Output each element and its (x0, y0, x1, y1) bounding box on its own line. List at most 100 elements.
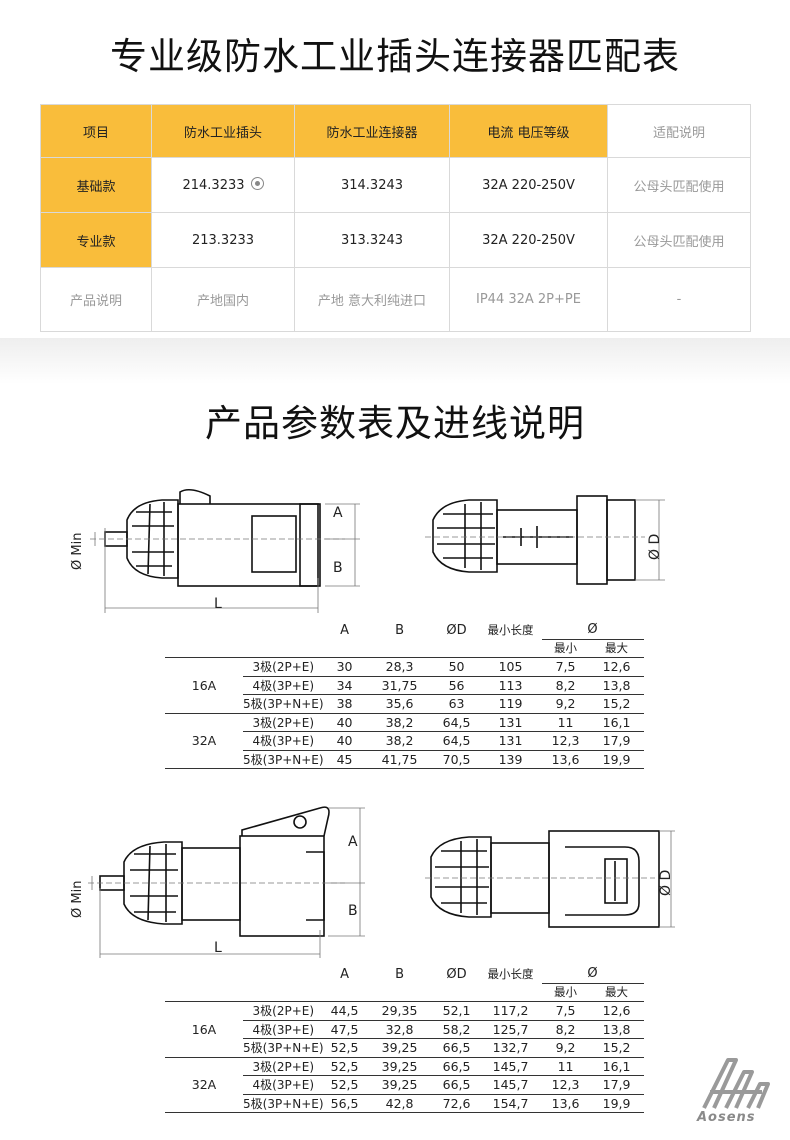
dim-l-label: L (214, 596, 222, 612)
poles: 4极(3P+E) (243, 676, 324, 695)
val-d: 64,5 (433, 713, 480, 732)
poles: 3极(2P+E) (243, 1001, 324, 1021)
poles: 3极(2P+E) (243, 1057, 324, 1076)
header-note: 适配说明 (607, 104, 751, 158)
poles: 5极(3P+N+E) (243, 694, 324, 714)
rating-spec: IP44 32A 2P+PE (449, 267, 608, 332)
val-a: 47,5 (323, 1020, 366, 1039)
spec-row: 4极(3P+E) 47,5 32,8 58,2 125,7 8,2 13,8 (165, 1020, 644, 1039)
cable-gland-icon (123, 841, 183, 925)
col-len: 最小长度 (487, 967, 534, 981)
col-d: ØD (446, 622, 467, 638)
val-a: 52,5 (323, 1057, 366, 1076)
match-row-description: 产品说明 产地国内 产地 意大利纯进口 IP44 32A 2P+PE - (40, 267, 751, 332)
spec-row: 4极(3P+E) 52,5 39,25 66,5 145,7 12,3 17,9 (165, 1075, 644, 1095)
val-d: 66,5 (433, 1038, 480, 1058)
cable-gland-icon (432, 499, 498, 573)
row-label: 专业款 (40, 212, 152, 268)
col-dia: Ø (541, 965, 644, 984)
val-a: 52,5 (323, 1075, 366, 1095)
val-len: 132,7 (479, 1038, 542, 1058)
dim-min-label: Ø Min (70, 880, 85, 918)
val-min: 12,3 (541, 731, 590, 751)
val-d: 72,6 (433, 1094, 480, 1113)
val-min: 7,5 (541, 1001, 590, 1021)
current-32a: 32A (165, 1057, 243, 1113)
plug-origin: 产地国内 (151, 267, 295, 332)
val-d: 58,2 (433, 1020, 480, 1039)
current-16a: 16A (165, 1001, 243, 1058)
val-b: 38,2 (365, 713, 434, 732)
val-min: 12,3 (541, 1075, 590, 1095)
val-min: 7,5 (541, 657, 590, 677)
spec-row: 5极(3P+N+E) 45 41,75 70,5 139 13,6 19,9 (165, 750, 644, 769)
plug-model: 214.3233 (151, 157, 295, 213)
col-dia-min: 最小 (554, 641, 578, 656)
match-table: 项目 防水工业插头 防水工业连接器 电流 电压等级 适配说明 基础款 214.3… (40, 104, 751, 332)
val-max: 17,9 (589, 731, 644, 751)
poles: 3极(2P+E) (243, 713, 324, 732)
val-len: 131 (479, 731, 542, 751)
radio-icon[interactable] (250, 177, 264, 190)
col-a: A (340, 622, 349, 638)
val-min: 13,6 (541, 750, 590, 769)
val-a: 45 (323, 750, 366, 769)
aosens-logo-icon (702, 1058, 770, 1109)
connector-spec-table: A B ØD 最小长度 Ø 最小 最大 16A 3极(2P+E) 44,5 29… (165, 965, 644, 1113)
spec-row: 32A 3极(2P+E) 40 38,2 64,5 131 11 16,1 (165, 713, 644, 769)
match-header-row: 项目 防水工业插头 防水工业连接器 电流 电压等级 适配说明 (40, 104, 751, 158)
dim-a-label: A (348, 834, 358, 850)
fit-note: 公母头匹配使用 (607, 157, 751, 213)
val-d: 66,5 (433, 1075, 480, 1095)
val-max: 13,8 (589, 676, 644, 695)
rating: 32A 220-250V (449, 212, 608, 268)
col-dia-max: 最大 (605, 641, 629, 656)
val-d: 56 (433, 676, 480, 695)
poles: 5极(3P+N+E) (243, 1038, 324, 1058)
spec-header-row: A B ØD 最小长度 Ø (165, 965, 644, 984)
fit-note: 公母头匹配使用 (607, 212, 751, 268)
poles: 4极(3P+E) (243, 1075, 324, 1095)
val-a: 38 (323, 694, 366, 714)
poles: 4极(3P+E) (243, 731, 324, 751)
val-max: 12,6 (589, 657, 644, 677)
val-b: 39,25 (365, 1057, 434, 1076)
val-b: 41,75 (365, 750, 434, 769)
col-a: A (340, 966, 349, 982)
val-a: 40 (323, 731, 366, 751)
plug-model: 213.3233 (151, 212, 295, 268)
poles: 3极(2P+E) (243, 657, 324, 677)
col-b: B (395, 966, 404, 982)
connector-model: 314.3243 (294, 157, 450, 213)
val-b: 35,6 (365, 694, 434, 714)
val-len: 105 (479, 657, 542, 677)
val-min: 8,2 (541, 1020, 590, 1039)
col-b: B (395, 622, 404, 638)
header-connector: 防水工业连接器 (294, 104, 450, 158)
poles: 5极(3P+N+E) (243, 1094, 324, 1113)
val-b: 42,8 (365, 1094, 434, 1113)
val-b: 32,8 (365, 1020, 434, 1039)
cable-gland-icon (430, 836, 492, 918)
row-label: 产品说明 (40, 267, 152, 332)
current-32a: 32A (165, 713, 243, 769)
header-rating: 电流 电压等级 (449, 104, 608, 158)
connector-socket-icon (548, 830, 660, 928)
val-len: 119 (479, 694, 542, 714)
plug-model-text: 214.3233 (182, 178, 245, 193)
val-min: 13,6 (541, 1094, 590, 1113)
spec-row: 16A 3极(2P+E) 44,5 29,35 52,1 117,2 7,5 1… (165, 1001, 644, 1058)
val-a: 52,5 (323, 1038, 366, 1058)
spec-row: 4极(3P+E) 34 31,75 56 113 8,2 13,8 (165, 676, 644, 695)
col-dia: Ø (541, 621, 644, 640)
val-max: 12,6 (589, 1001, 644, 1021)
spec-row: 5极(3P+N+E) 52,5 39,25 66,5 132,7 9,2 15,… (165, 1038, 644, 1058)
plug-flange-icon (576, 495, 608, 585)
col-len: 最小长度 (487, 623, 534, 637)
dim-d-label: Ø D (647, 533, 663, 560)
val-min: 11 (541, 713, 590, 732)
val-max: 19,9 (589, 750, 644, 769)
val-d: 63 (433, 694, 480, 714)
spec-header-row: A B ØD 最小长度 Ø (165, 621, 644, 640)
val-a: 44,5 (323, 1001, 366, 1021)
